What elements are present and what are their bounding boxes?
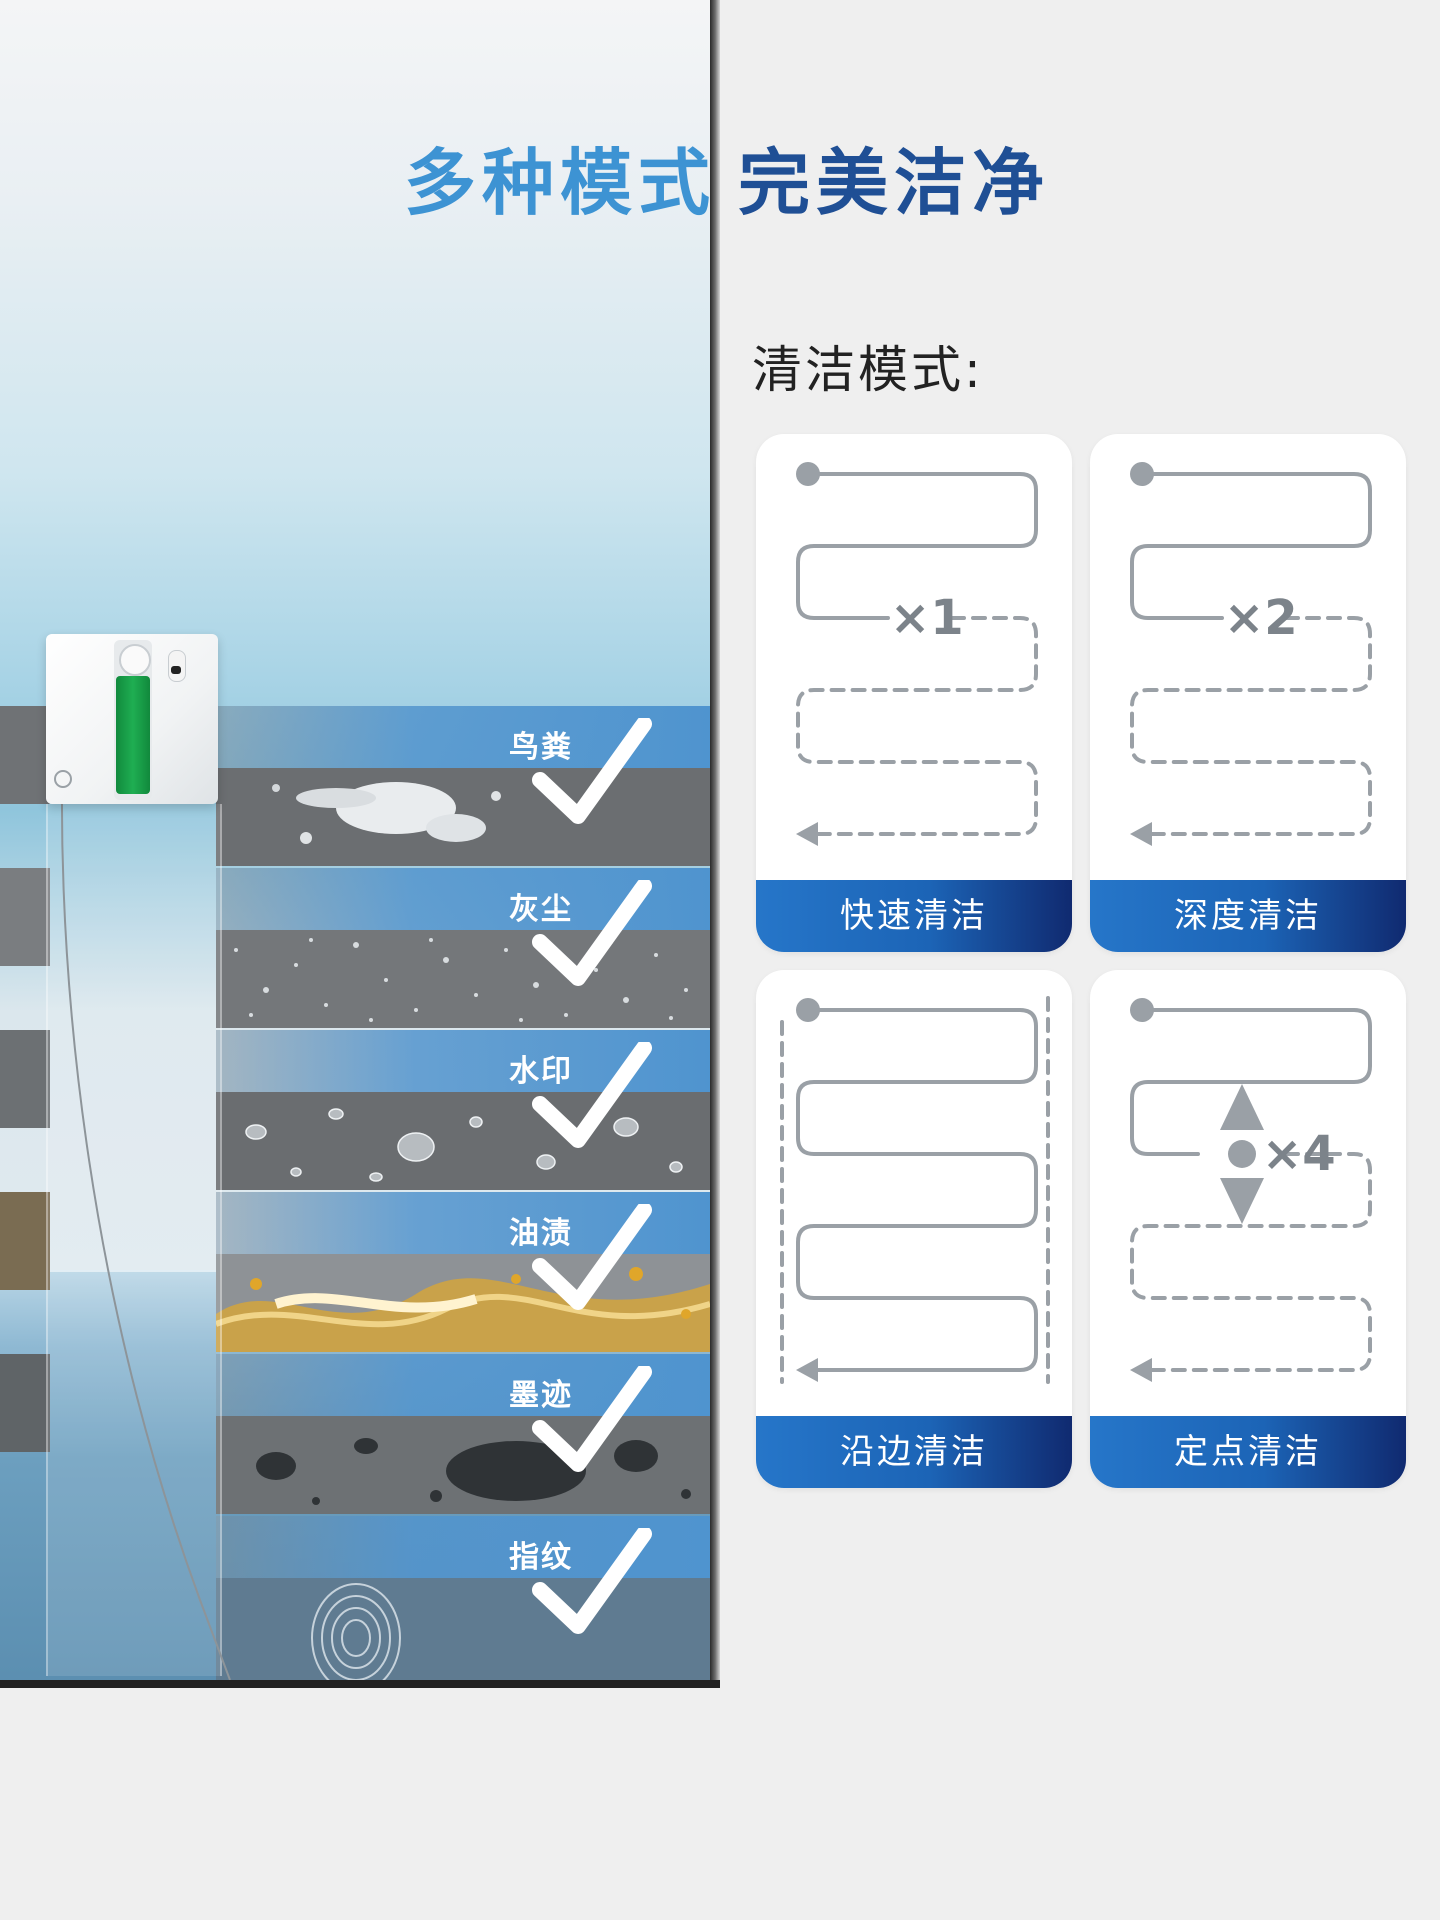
mode-card-edge-clean: 沿边清洁 xyxy=(756,970,1072,1488)
check-icon xyxy=(532,1528,652,1634)
headline-left: 多种模式 xyxy=(404,141,717,225)
window-scene: 鸟粪 灰尘 xyxy=(0,0,712,1686)
oil-texture xyxy=(216,1254,710,1352)
pass-count-label: ×1 xyxy=(890,590,964,646)
cleaning-modes-title: 清洁模式: xyxy=(752,341,984,399)
fingerprint-texture xyxy=(216,1578,710,1680)
texture-fragment xyxy=(0,868,50,966)
robot-handle xyxy=(116,676,150,794)
robot-switch-indicator xyxy=(171,666,181,674)
mode-label: 深度清洁 xyxy=(1090,880,1406,952)
stain-label: 油渍 xyxy=(509,1216,573,1251)
water-marks-texture xyxy=(216,1092,710,1190)
texture-fragment xyxy=(0,1030,50,1128)
cord-plug-icon xyxy=(54,770,72,788)
check-icon xyxy=(532,1204,652,1310)
check-icon xyxy=(532,1042,652,1148)
mode-card-quick-clean: ×1 快速清洁 xyxy=(756,434,1072,952)
stain-label: 水印 xyxy=(509,1054,573,1089)
stain-label: 灰尘 xyxy=(509,892,573,927)
stain-strip-fingerprint: 指纹 xyxy=(216,1516,710,1680)
stain-label: 指纹 xyxy=(509,1540,573,1575)
cleaned-glass-track xyxy=(46,804,222,1676)
stain-strip-bird-droppings: 鸟粪 xyxy=(216,706,710,866)
texture-fragment xyxy=(0,1354,50,1452)
check-icon xyxy=(532,880,652,986)
window-frame-bottom xyxy=(0,1680,720,1688)
stain-strip-dust: 灰尘 xyxy=(216,868,710,1028)
power-button-icon xyxy=(119,644,151,676)
stain-strip-water-marks: 水印 xyxy=(216,1030,710,1190)
mode-label: 快速清洁 xyxy=(756,880,1072,952)
spot-clean-path-icon: ×4 xyxy=(1130,998,1372,1382)
window-cleaning-robot xyxy=(46,634,218,804)
texture-fragment xyxy=(0,1192,50,1290)
deep-clean-path-icon: ×2 xyxy=(1130,462,1372,846)
window-frame-vertical xyxy=(710,0,720,1688)
stain-label: 鸟粪 xyxy=(509,730,573,765)
mode-card-deep-clean: ×2 深度清洁 xyxy=(1090,434,1406,952)
mode-label: 定点清洁 xyxy=(1090,1416,1406,1488)
edge-clean-path-icon xyxy=(780,996,1050,1384)
stain-strip-oil: 油渍 xyxy=(216,1192,710,1352)
dust-texture xyxy=(216,930,710,1028)
mode-label: 沿边清洁 xyxy=(756,1416,1072,1488)
check-icon xyxy=(532,718,652,824)
ink-texture xyxy=(216,1416,710,1514)
texture-fragment xyxy=(0,706,50,804)
stain-label: 墨迹 xyxy=(509,1378,573,1413)
pass-count-label: ×2 xyxy=(1224,590,1298,646)
pass-count-label: ×4 xyxy=(1262,1126,1336,1182)
check-icon xyxy=(532,1366,652,1472)
stain-strip-ink: 墨迹 xyxy=(216,1354,710,1514)
headline-right: 完美洁净 xyxy=(738,141,1051,225)
mode-card-spot-clean: ×4 定点清洁 xyxy=(1090,970,1406,1488)
bird-droppings-texture xyxy=(216,768,710,866)
quick-clean-path-icon: ×1 xyxy=(796,462,1038,846)
